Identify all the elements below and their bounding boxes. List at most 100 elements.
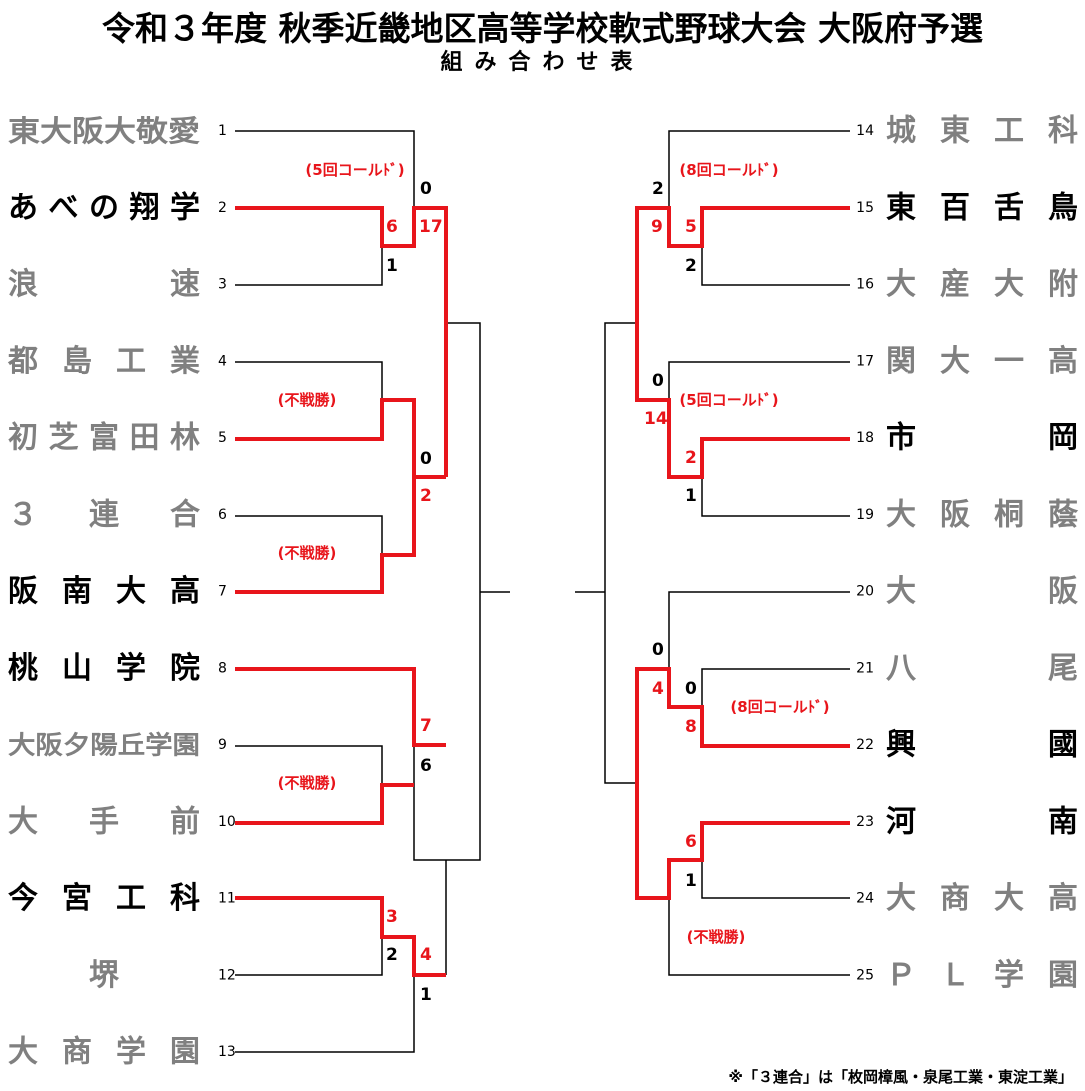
team-name-char: 一 xyxy=(994,344,1024,379)
team-right-15: 東百舌鳥 xyxy=(886,190,1078,225)
game-note: (5回コールﾄﾞ) xyxy=(305,161,404,179)
score: 0 xyxy=(420,449,432,469)
team-name-char: 河 xyxy=(886,804,916,839)
team-left-11: 今宮工科 xyxy=(8,881,200,916)
team-name-char: 産 xyxy=(940,267,970,302)
team-left-7: 阪南大高 xyxy=(8,574,200,609)
left-red-lines xyxy=(235,206,448,977)
seed-number: 13 xyxy=(218,1044,236,1060)
seed-number: 14 xyxy=(856,123,874,139)
team-left-1: 東大阪大敬愛 xyxy=(8,114,200,148)
score: 1 xyxy=(386,256,398,276)
team-name-char: 富 xyxy=(89,421,119,456)
game-note: (8回コールﾄﾞ) xyxy=(679,161,778,179)
team-name-char: 商 xyxy=(62,1035,92,1070)
score: 6 xyxy=(685,832,697,852)
team-name-char: 学 xyxy=(994,958,1024,993)
score: 2 xyxy=(685,256,697,276)
team-name-char: 学 xyxy=(116,1035,146,1070)
team-name-text: 大阪夕陽丘学園 xyxy=(8,731,200,760)
seed-number: 24 xyxy=(856,891,874,907)
team-name-char: 南 xyxy=(62,574,92,609)
team-name-char: 興 xyxy=(886,728,916,763)
seed-number: 18 xyxy=(856,430,874,446)
seed-number: 19 xyxy=(856,507,874,523)
team-name-char: あ xyxy=(8,190,38,225)
team-name-char: 國 xyxy=(1048,728,1078,763)
team-name-char: 宮 xyxy=(62,881,92,916)
team-name-char: 東 xyxy=(940,114,970,149)
footnote: ※「３連合」は「枚岡樟風・泉尾工業・東淀工業」 xyxy=(728,1068,1073,1086)
score: 0 xyxy=(685,679,697,699)
score: 1 xyxy=(685,871,697,891)
score: 0 xyxy=(652,640,664,660)
seed-number: 15 xyxy=(856,200,874,216)
team-right-18: 市岡 xyxy=(886,421,1078,456)
team-name-char: 蔭 xyxy=(1048,497,1079,532)
score: 3 xyxy=(386,907,398,927)
team-left-10: 大手前 xyxy=(8,804,200,839)
team-left-5: 初芝富田林 xyxy=(8,421,200,456)
team-name-char: 学 xyxy=(116,651,146,686)
score: 14 xyxy=(644,409,668,429)
team-name-char: 山 xyxy=(62,651,92,686)
team-name-char: 高 xyxy=(170,574,200,609)
team-name-char: 高 xyxy=(1048,344,1078,379)
team-name-char: 関 xyxy=(886,344,916,379)
seed-number: 17 xyxy=(856,353,874,369)
seed-number: 23 xyxy=(856,814,874,830)
team-left-3: 浪速 xyxy=(8,267,200,302)
team-left-12: 堺 xyxy=(89,958,120,993)
team-right-20: 大阪 xyxy=(886,574,1078,609)
team-name-char: 百 xyxy=(940,190,970,225)
score: 2 xyxy=(386,945,398,965)
team-name-char: 附 xyxy=(1048,267,1078,302)
team-name-char: 岡 xyxy=(1048,421,1078,456)
score: 0 xyxy=(652,371,664,391)
team-left-2: あべの翔学 xyxy=(8,190,200,225)
game-note: (8回コールﾄﾞ) xyxy=(730,698,829,716)
team-name-char: 今 xyxy=(8,881,38,916)
team-name-char: 田 xyxy=(130,421,160,456)
team-name-char: 翔 xyxy=(130,190,160,225)
team-name-char: Ｐ xyxy=(886,958,916,993)
score: 7 xyxy=(420,716,432,736)
seed-number: 12 xyxy=(218,967,236,983)
team-name-char: 大 xyxy=(994,881,1024,916)
seed-number: 7 xyxy=(218,584,227,600)
seed-number: 2 xyxy=(218,200,227,216)
seed-number: 25 xyxy=(856,967,874,983)
score: 2 xyxy=(685,448,697,468)
game-note: (不戦勝) xyxy=(278,391,337,409)
score: 4 xyxy=(652,679,664,699)
team-name-char: 阪 xyxy=(1048,574,1078,609)
team-right-19: 大阪桐蔭 xyxy=(886,497,1079,532)
page-subtitle: 組み合わせ表 xyxy=(440,49,645,75)
team-name-char: ３ xyxy=(8,497,38,532)
right-black-lines xyxy=(575,130,850,976)
seed-number: 20 xyxy=(856,584,874,600)
team-left-13: 大商学園 xyxy=(8,1035,200,1070)
team-name-char: 大 xyxy=(940,344,970,379)
score: 8 xyxy=(685,717,697,737)
left-black-lines xyxy=(235,130,510,1053)
team-name-char: 工 xyxy=(994,114,1024,149)
team-name-char: Ｌ xyxy=(940,958,970,993)
team-right-16: 大産大附 xyxy=(886,267,1078,302)
team-name-char: 合 xyxy=(170,497,200,532)
score: 9 xyxy=(651,217,663,237)
team-name-char: 浪 xyxy=(8,267,38,302)
team-name-char: 学 xyxy=(170,190,200,225)
team-name-char: 園 xyxy=(1048,958,1078,993)
seed-number: 9 xyxy=(218,737,227,753)
team-name-char: 市 xyxy=(886,421,916,456)
team-name-char: 堺 xyxy=(89,958,120,993)
team-name-char: 大 xyxy=(8,1035,38,1070)
team-name-char: 鳥 xyxy=(1048,190,1078,225)
team-right-24: 大商大高 xyxy=(886,881,1078,916)
team-name-char: 都 xyxy=(7,344,38,379)
score: 5 xyxy=(685,217,697,237)
